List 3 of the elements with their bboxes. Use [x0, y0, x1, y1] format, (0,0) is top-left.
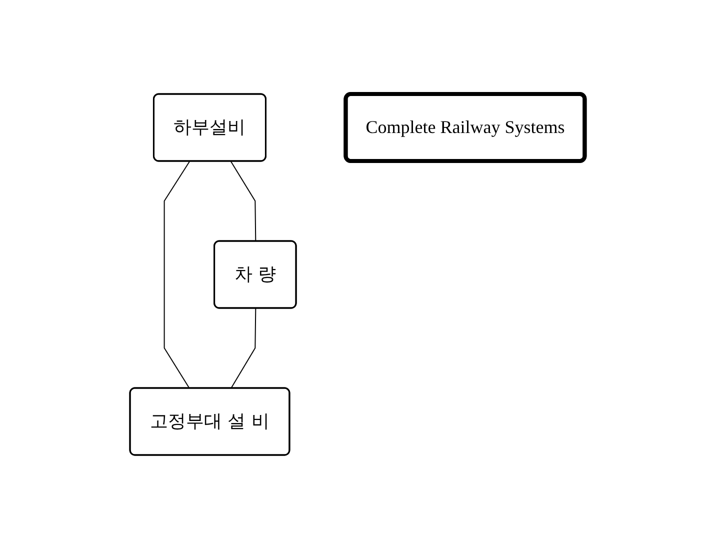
connector — [163, 160, 190, 388]
connector — [230, 308, 256, 388]
connector — [230, 160, 256, 242]
